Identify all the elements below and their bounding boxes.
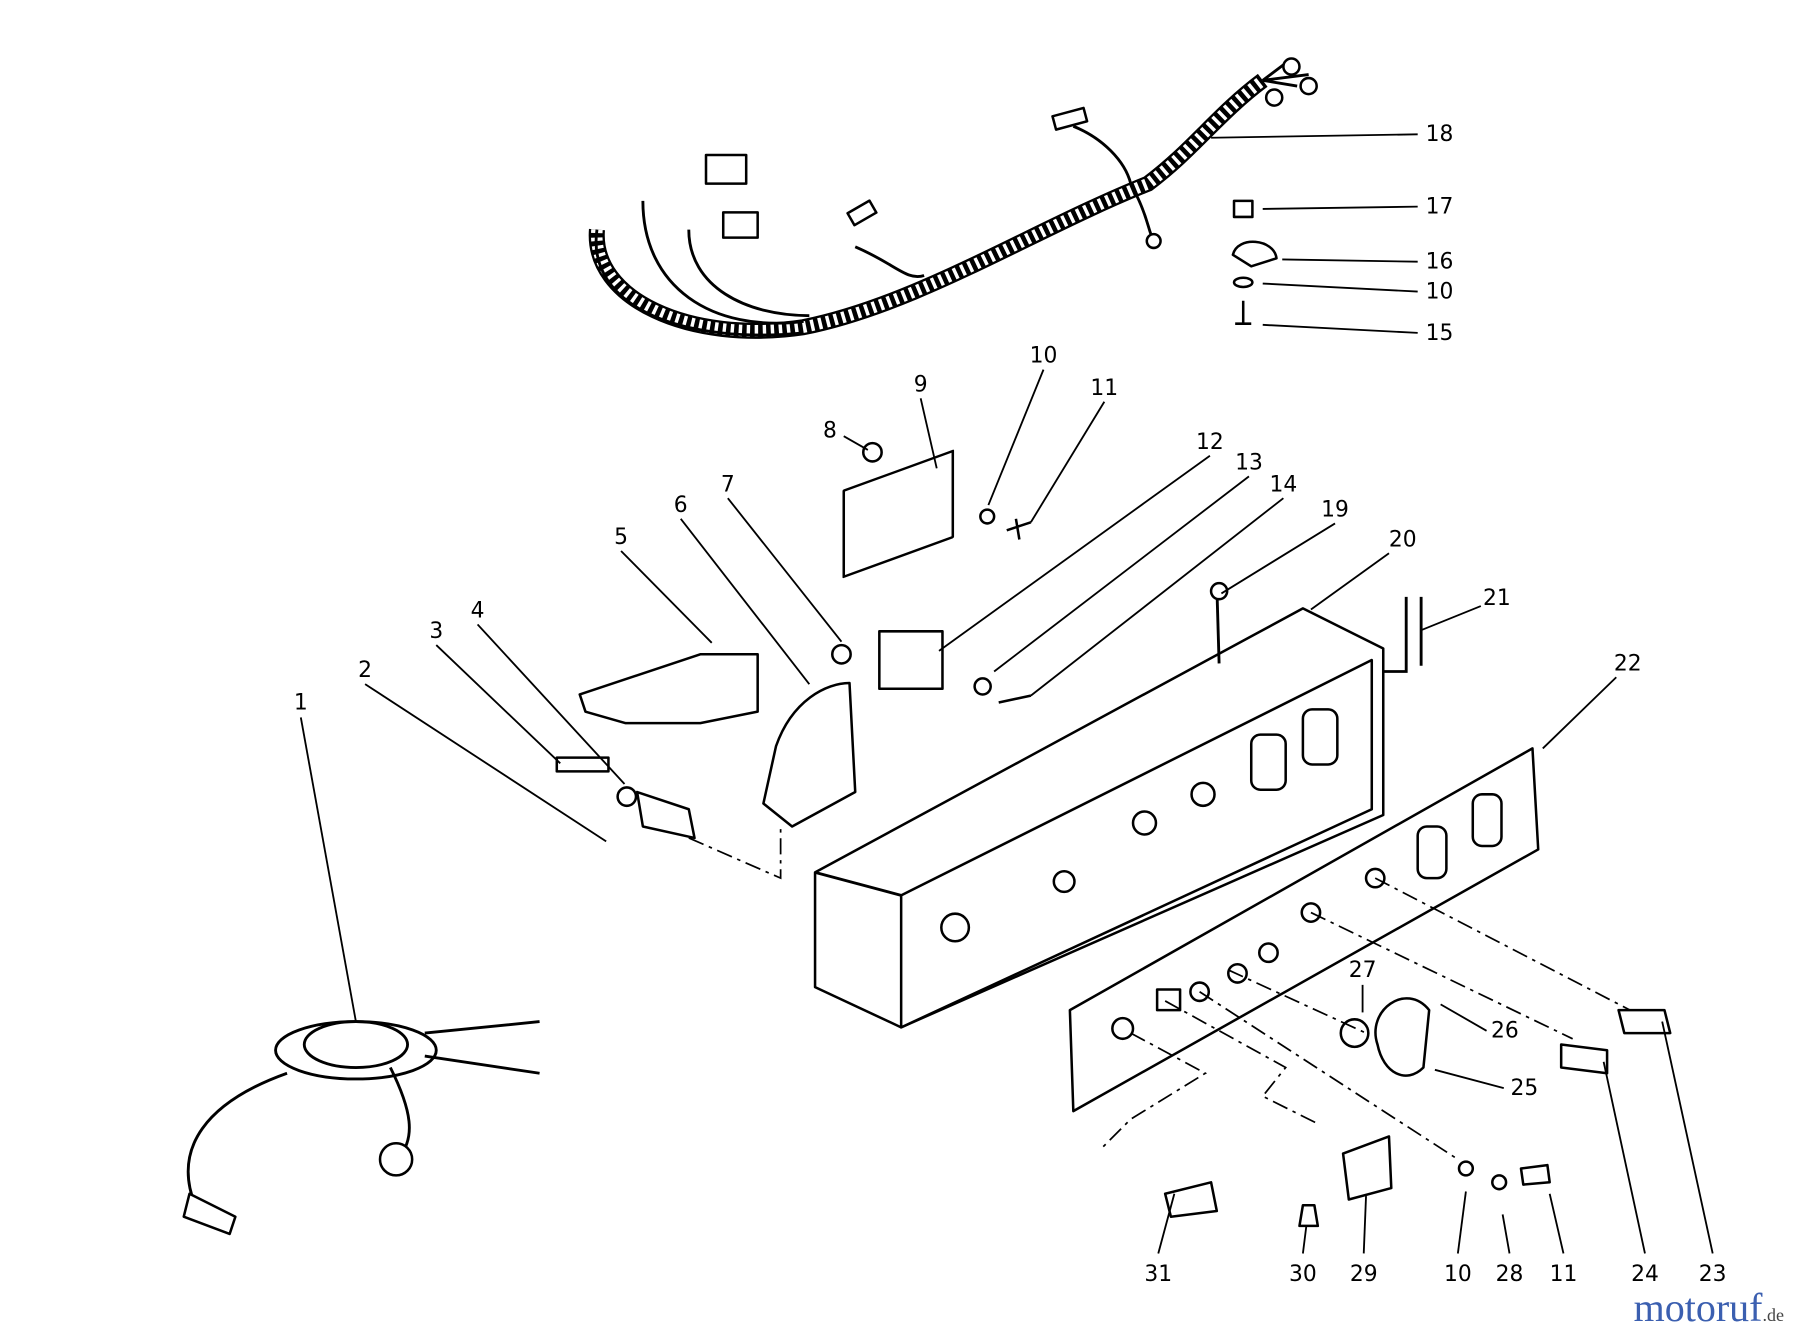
callout-25: 25 (1511, 1076, 1539, 1101)
callout-30: 30 (1289, 1262, 1317, 1287)
callout-10: 10 (1444, 1262, 1472, 1287)
callout-19: 19 (1321, 498, 1349, 523)
components (182, 441, 1672, 1236)
callout-26: 26 (1491, 1019, 1519, 1044)
callout-18: 18 (1426, 122, 1454, 147)
callout-13: 13 (1235, 450, 1263, 475)
callout-31: 31 (1144, 1262, 1172, 1287)
callout-10: 10 (1426, 279, 1454, 304)
callouts: 1 2 3 4 5 6 7 8 9 10 11 12 13 14 15 16 1… (294, 122, 1727, 1287)
callout-9: 9 (914, 372, 928, 397)
face-plate (1068, 747, 1540, 1113)
callout-20: 20 (1389, 527, 1417, 552)
callout-3: 3 (429, 619, 443, 644)
callout-17: 17 (1426, 195, 1454, 220)
callout-12: 12 (1196, 430, 1224, 455)
callout-10: 10 (1030, 344, 1058, 369)
callout-24: 24 (1631, 1262, 1659, 1287)
callout-1: 1 (294, 690, 308, 715)
callout-28: 28 (1496, 1262, 1524, 1287)
callout-23: 23 (1699, 1262, 1727, 1287)
callout-16: 16 (1426, 250, 1454, 275)
callout-15: 15 (1426, 321, 1454, 346)
callout-2: 2 (358, 658, 372, 683)
callout-4: 4 (471, 599, 485, 624)
small-hardware (1231, 199, 1278, 325)
callout-7: 7 (721, 472, 735, 497)
alignment-lines (688, 826, 1631, 1161)
callout-11: 11 (1090, 376, 1118, 401)
watermark-logo: motoruf.de (1634, 1284, 1784, 1331)
watermark-tld: .de (1762, 1305, 1785, 1325)
callout-8: 8 (823, 418, 837, 443)
callout-27: 27 (1349, 958, 1377, 983)
callout-6: 6 (674, 493, 688, 518)
callout-14: 14 (1270, 472, 1298, 497)
wiring-harness (588, 57, 1318, 339)
callout-22: 22 (1614, 651, 1642, 676)
callout-21: 21 (1483, 586, 1511, 611)
callout-11: 11 (1550, 1262, 1578, 1287)
control-panel-box (813, 596, 1423, 1029)
callout-29: 29 (1350, 1262, 1378, 1287)
callout-5: 5 (614, 525, 628, 550)
watermark-brand: motoruf (1633, 1285, 1763, 1330)
